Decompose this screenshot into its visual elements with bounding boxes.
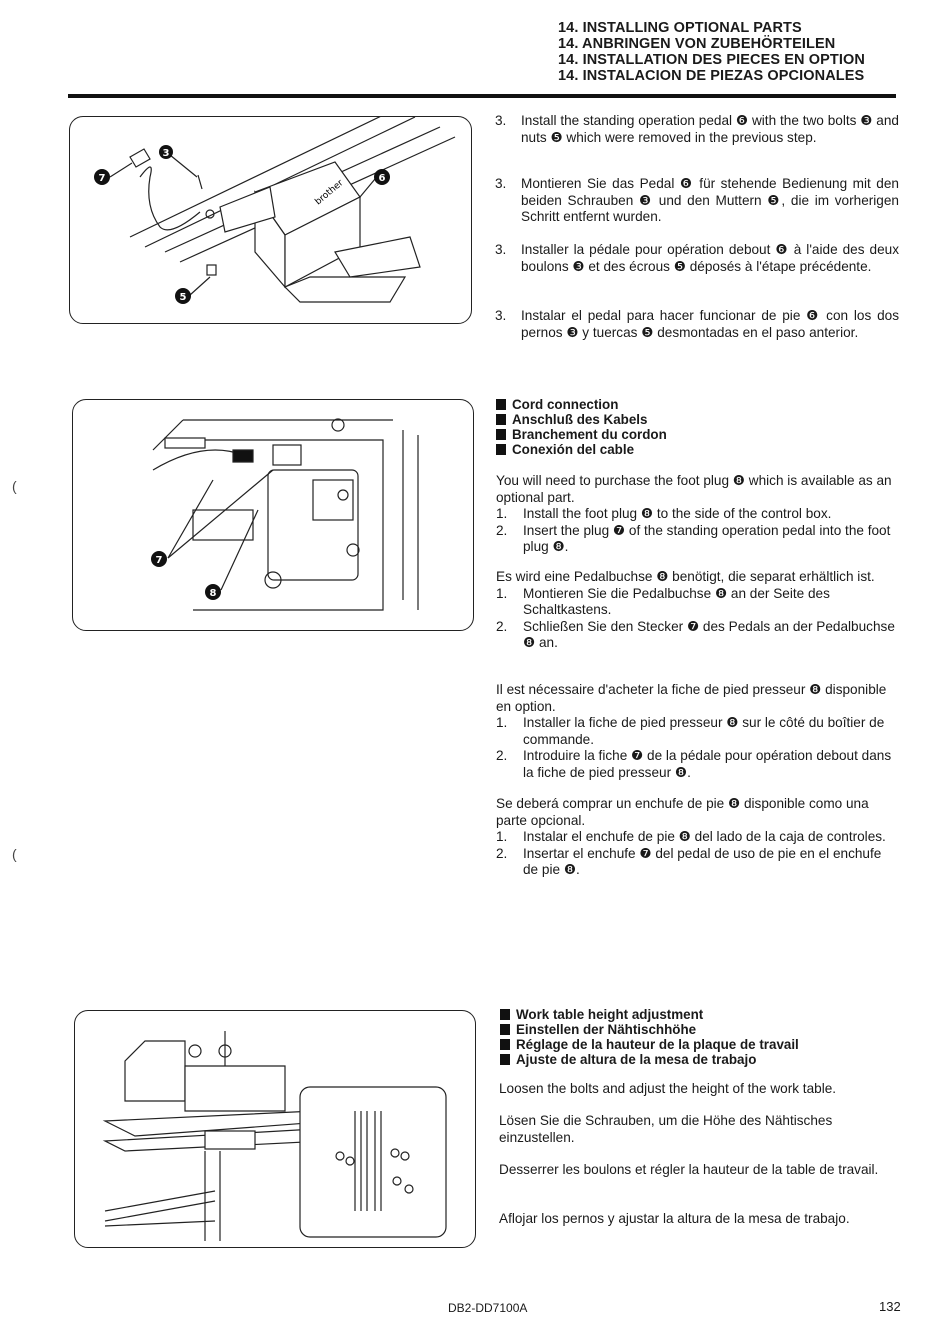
list-text: Insertar el enchufe ❼ del pedal de uso d…	[523, 845, 882, 878]
callout-3: 3	[163, 148, 170, 159]
callout-6: 6	[379, 173, 386, 184]
list-number: 2.	[496, 618, 508, 634]
step-number: 3.	[495, 308, 507, 323]
figure-pedal-installation: brother 7 3 6 5	[69, 116, 472, 324]
margin-mark: (	[12, 478, 17, 494]
table-heading-es: Ajuste de altura de la mesa de trabajo	[500, 1052, 900, 1067]
step-number: 3.	[495, 242, 507, 257]
title-es: 14. INSTALACION DE PIEZAS OPCIONALES	[558, 68, 865, 84]
title-fr: 14. INSTALLATION DES PIECES EN OPTION	[558, 52, 865, 68]
table-heading-fr: Réglage de la hauteur de la plaque de tr…	[500, 1037, 900, 1052]
table-illustration	[102, 1031, 447, 1241]
list-item: 1. Install the foot plug ❽ to the side of…	[496, 506, 900, 523]
list-number: 2.	[496, 522, 508, 538]
table-heading-de: Einstellen der Nähtischhöhe	[500, 1022, 900, 1037]
list-number: 2.	[496, 748, 508, 763]
pedal-illustration: brother 7 3 6 5	[94, 117, 456, 304]
table-headings: Work table height adjustment Einstellen …	[500, 1007, 900, 1067]
cord-fr-intro: Il est nécessaire d'acheter la fiche de …	[496, 682, 887, 714]
page-number: 132	[879, 1299, 901, 1314]
cord-es-block: Se deberá comprar un enchufe de pie ❽ di…	[496, 796, 900, 879]
list-text: Instalar el enchufe de pie ❽ del lado de…	[523, 829, 886, 844]
list-item: 1. Installer la fiche de pied presseur ❽ …	[496, 715, 900, 748]
cord-de-intro: Es wird eine Pedalbuchse ❽ benötigt, die…	[496, 569, 875, 584]
callout-8: 8	[210, 588, 217, 599]
callout-7: 7	[99, 173, 106, 184]
list-number: 1.	[496, 829, 508, 844]
list-item: 2. Schließen Sie den Stecker ❼ des Pedals…	[496, 619, 900, 652]
header-rule	[68, 94, 896, 98]
table-para-de: Lösen Sie die Schrauben, um die Höhe des…	[499, 1113, 833, 1145]
table-heading-en: Work table height adjustment	[500, 1007, 900, 1022]
cord-es-intro: Se deberá comprar un enchufe de pie ❽ di…	[496, 796, 869, 828]
list-item: 2. Insert the plug ❼ of the standing oper…	[496, 523, 900, 556]
list-text: Introduire la fiche ❼ de la pédale pour …	[523, 748, 892, 780]
callout-7: 7	[156, 555, 163, 566]
title-en: 14. INSTALLING OPTIONAL PARTS	[558, 20, 802, 36]
list-number: 1.	[496, 715, 508, 730]
list-text: Installer la fiche de pied presseur ❽ su…	[523, 715, 885, 747]
list-number: 1.	[496, 585, 508, 601]
cord-heading-fr: Branchement du cordon	[496, 427, 896, 442]
callout-5: 5	[180, 292, 187, 303]
step-number: 3.	[495, 113, 507, 128]
list-text: Insert the plug ❼ of the standing operat…	[523, 522, 891, 555]
cord-illustration: 7 8	[151, 418, 419, 611]
margin-mark: (	[12, 846, 17, 862]
cord-heading-de: Anschluß des Kabels	[496, 412, 896, 427]
list-number: 2.	[496, 845, 508, 861]
cord-de-block: Es wird eine Pedalbuchse ❽ benötigt, die…	[496, 569, 900, 652]
cord-fr-block: Il est nécessaire d'acheter la fiche de …	[496, 682, 900, 781]
table-para-fr: Desserrer les boulons et régler la haute…	[499, 1162, 879, 1177]
step-text: Instalar el pedal para hacer funcionar d…	[521, 308, 899, 340]
list-text: Montieren Sie die Pedalbuchse ❽ an der S…	[523, 585, 830, 618]
step-text: Installer la pédale pour opération debou…	[521, 242, 899, 274]
document-code: DB2-DD7100A	[448, 1301, 528, 1315]
table-para-en: Loosen the bolts and adjust the height o…	[499, 1081, 837, 1096]
title-de: 14. ANBRINGEN VON ZUBEHÖRTEILEN	[558, 36, 836, 52]
step-text: Install the standing operation pedal ❻ w…	[521, 113, 899, 145]
figure-cord-connection: 7 8	[72, 399, 474, 631]
table-para-es: Aflojar los pernos y ajustar la altura d…	[499, 1211, 850, 1226]
cord-heading-en: Cord connection	[496, 397, 896, 412]
list-text: Schließen Sie den Stecker ❼ des Pedals a…	[523, 618, 895, 651]
list-item: 1. Montieren Sie die Pedalbuchse ❽ an der…	[496, 586, 900, 619]
step-number: 3.	[495, 176, 507, 191]
list-number: 1.	[496, 506, 508, 521]
cord-heading-es: Conexión del cable	[496, 442, 896, 457]
cord-headings: Cord connection Anschluß des Kabels Bran…	[496, 397, 896, 457]
step-text: Montieren Sie das Pedal ❻ für stehende B…	[521, 176, 899, 224]
page-header: 14. INSTALLING OPTIONAL PARTS 14. ANBRIN…	[558, 20, 938, 84]
figure-work-table	[74, 1010, 476, 1248]
cord-en-intro: You will need to purchase the foot plug …	[496, 473, 892, 505]
list-item: 2. Introduire la fiche ❼ de la pédale pou…	[496, 748, 900, 781]
list-item: 2. Insertar el enchufe ❼ del pedal de uso…	[496, 846, 900, 879]
cord-en-block: You will need to purchase the foot plug …	[496, 473, 900, 556]
list-text: Install the foot plug ❽ to the side of t…	[523, 506, 832, 521]
list-item: 1. Instalar el enchufe de pie ❽ del lado …	[496, 829, 900, 846]
